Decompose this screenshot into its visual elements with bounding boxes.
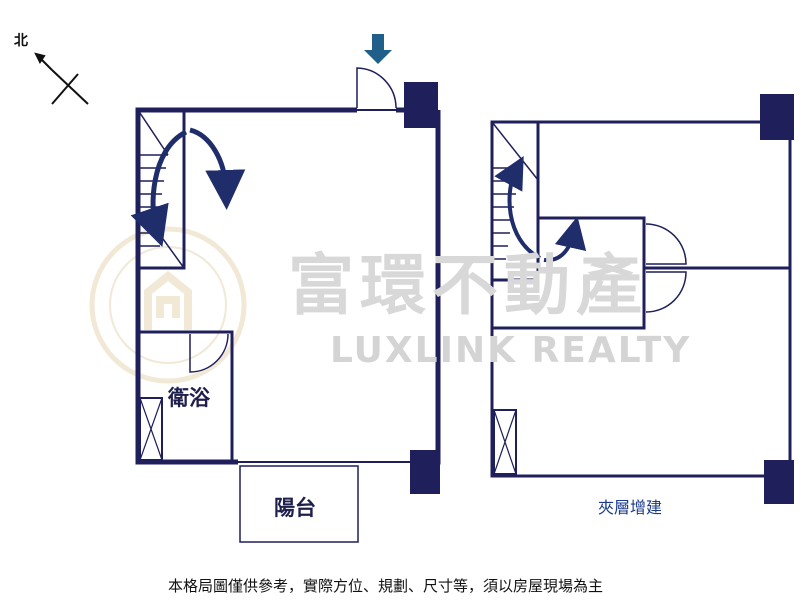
balcony-label: 陽台 [274, 496, 316, 520]
column-bottom-right [410, 450, 440, 494]
column-mezz-bottom [764, 460, 794, 504]
mezzanine-label: 夾層增建 [598, 498, 663, 517]
mezz-turn-arrow-icon [543, 216, 587, 263]
column-top-right [404, 82, 438, 128]
stair-arrow-icon [130, 129, 188, 247]
column-mezz-top [760, 94, 794, 140]
mezz-stair-arrow-icon [494, 155, 541, 260]
disclaimer-text: 本格局圖僅供參考，實際方位、規劃、尺寸等，須以房屋現場為主 [168, 577, 604, 595]
watermark-seal [89, 226, 247, 384]
bathroom-label: 衛浴 [168, 386, 210, 410]
mezzanine-floor [490, 120, 792, 478]
turn-arrow-icon [189, 127, 246, 210]
north-arrow-icon [34, 52, 89, 105]
watermark-chinese: 富環不動產 [288, 247, 648, 324]
entrance-arrow-icon [364, 34, 392, 64]
north-label: 北 [14, 33, 28, 49]
watermark-english: LUXLINK REALTY [330, 330, 692, 371]
